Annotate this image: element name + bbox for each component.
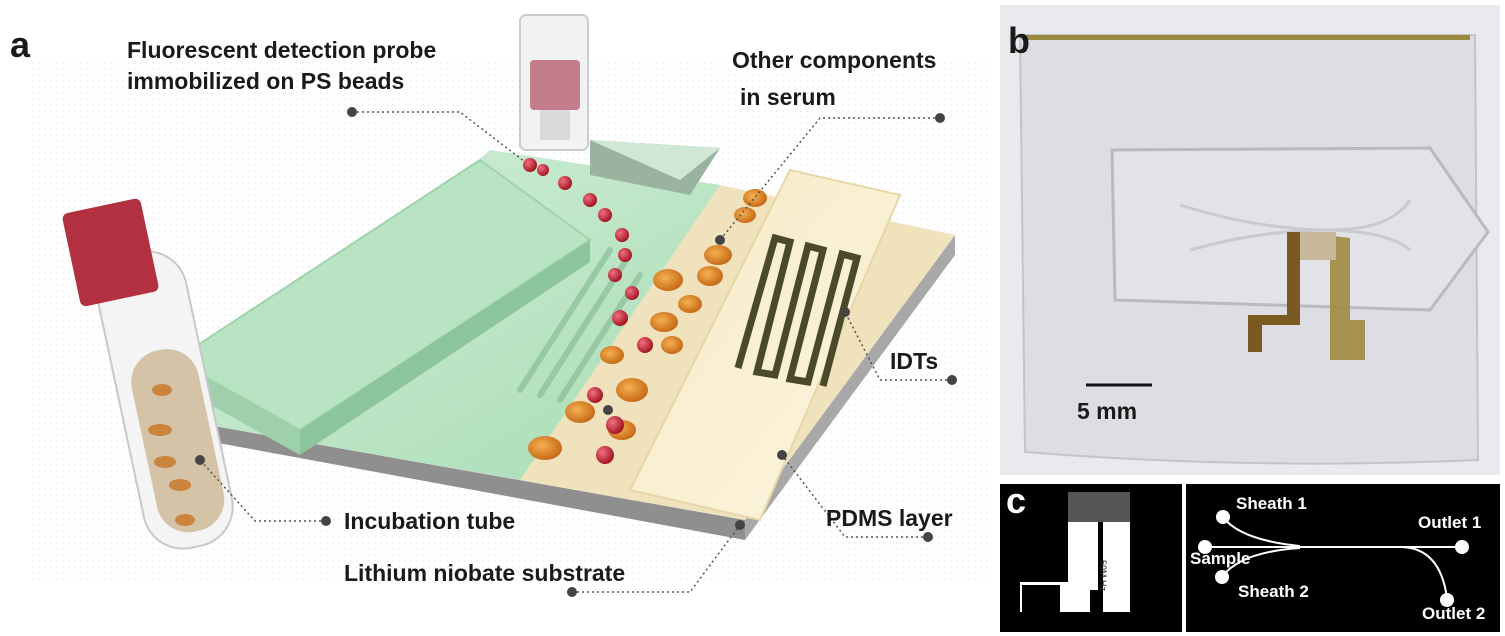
chip-frequency-text: 50M Hz [1098,560,1108,592]
panel-label-b: b [1008,20,1030,61]
prism-top [590,140,720,180]
substrate-front-face [180,420,745,540]
serum-label-line2: in serum [740,84,836,110]
leader-dots [195,107,957,597]
outlet1-label: Outlet 1 [1418,513,1482,532]
sheath1-label: Sheath 1 [1236,494,1307,513]
sheath2-label: Sheath 2 [1238,582,1309,601]
slide-edge [1022,35,1470,40]
serum-components [528,189,767,460]
scale-bar-label: 5 mm [1077,398,1138,424]
panel-c-mask-right [1186,484,1500,632]
leader-lines [199,111,952,593]
substrate-label: Lithium niobate substrate [344,560,626,586]
idt-electrode-photo [1248,232,1365,360]
panel-b-photo [1000,5,1500,475]
panel-label-a: a [10,24,31,65]
incubation-tube [62,198,234,550]
pdms-layer-label: PDMS layer [826,505,953,531]
idts-label: IDTs [890,348,939,374]
probe-label-line1: Fluorescent detection probe [127,37,437,63]
sample-label: Sample [1190,549,1251,568]
probe-syringe [519,14,589,151]
pdms-channel-block-front [300,240,590,455]
outlet2-label: Outlet 2 [1422,604,1486,623]
incubation-tube-label: Incubation tube [344,508,516,534]
panel-label-c: c [1006,480,1027,521]
idt-electrodes [734,233,862,387]
idt-finger-region [1068,492,1130,522]
port-dots [1198,510,1469,607]
ps-beads [523,158,653,464]
serum-label-line1: Other components [732,47,937,73]
substrate-side-face [745,235,955,540]
probe-label-line2: immobilized on PS beads [127,68,405,94]
panel-c-mask-left [1000,484,1182,632]
